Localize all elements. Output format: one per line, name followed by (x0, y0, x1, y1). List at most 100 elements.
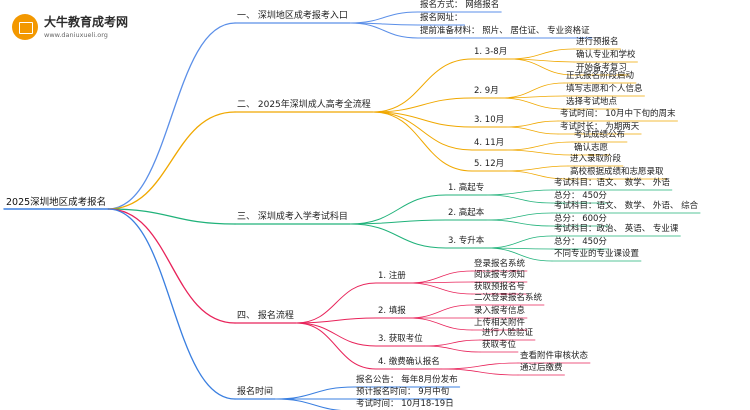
connector-curve (295, 282, 377, 324)
connector-curve (505, 141, 573, 151)
leaf-node: 提前准备材料： 照片、 居住证、 专业资格证 (420, 26, 590, 36)
connector-curve (485, 194, 553, 204)
connector-curve (485, 235, 553, 249)
connector-curve (372, 111, 473, 128)
connector-curve (407, 282, 473, 295)
leaf-node: 考试科目：政治、 英语、 专业课 (554, 224, 679, 234)
leaf-node: 获取预报名号 (474, 282, 526, 292)
connector-curve (295, 317, 377, 324)
leaf-node: 总分： 600分 (554, 214, 607, 224)
connector-curve (349, 11, 419, 24)
sub-node: 4. 缴费确认报名 (378, 357, 440, 367)
leaf-node: 正式报名阶段启动 (566, 71, 635, 81)
leaf-node: 总分： 450分 (554, 191, 607, 201)
connector-curve (107, 208, 236, 400)
sub-node: 3. 专升本 (448, 236, 485, 246)
site-logo: 大牛教育成考网 www.daniuxueli.org (8, 10, 158, 50)
leaf-node: 考试时长： 为期两天 (560, 122, 640, 132)
connector-curve (107, 208, 236, 324)
connector-curve (505, 149, 573, 156)
sub-node: 4. 11月 (474, 138, 505, 148)
connector-curve (372, 97, 473, 113)
sub-node: 2. 9月 (474, 86, 499, 96)
leaf-node: 上传相关附件 (474, 318, 526, 328)
connector-curve (424, 345, 481, 353)
connector-curve (407, 304, 473, 319)
leaf-node: 总分： 450分 (554, 237, 607, 247)
leaf-node: 录入报考信息 (474, 306, 526, 316)
leaf-node: 报名网址： (420, 13, 463, 23)
connector-curve (274, 386, 355, 400)
leaf-node: 高校根据成绩和志愿录取 (570, 167, 664, 177)
leaf-node: 确认专业和学校 (576, 50, 636, 60)
sub-node: 2. 高起本 (448, 208, 485, 218)
connector-curve (424, 339, 481, 347)
leaf-node: 通过后缴费 (520, 363, 563, 373)
logo-site-url: www.daniuxueli.org (44, 31, 108, 39)
connector-curve (372, 58, 473, 113)
leaf-node: 考试时间： 10月18-19日 (356, 399, 454, 409)
branch-registration: 四、 报名流程 (237, 311, 294, 321)
book-logo-icon (12, 14, 38, 40)
sub-node: 3. 10月 (474, 115, 505, 125)
leaf-node: 查看附件审核状态 (520, 351, 589, 361)
connector-curve (372, 111, 473, 151)
connector-curve (295, 322, 377, 370)
leaf-node: 确认志愿 (574, 143, 609, 153)
sub-node: 1. 3-8月 (474, 47, 508, 57)
sub-node: 5. 12月 (474, 159, 505, 169)
leaf-node: 登录报名系统 (474, 259, 526, 269)
branch-subjects: 三、 深圳成考入学考试科目 (237, 212, 348, 222)
leaf-node: 阅读报考须知 (474, 270, 526, 280)
logo-site-name: 大牛教育成考网 (44, 15, 129, 29)
connector-curve (372, 111, 473, 172)
leaf-node: 报名方式： 网络报名 (420, 0, 500, 10)
connector-curve (500, 95, 565, 99)
connector-curve (500, 97, 565, 110)
leaf-node: 预计报名时间： 9月中旬 (356, 387, 450, 397)
connector-curve (485, 189, 553, 196)
sub-node: 2. 填报 (378, 306, 406, 316)
branch-schedule: 报名时间 (237, 387, 274, 397)
leaf-node: 获取考位 (482, 340, 517, 350)
leaf-node: 填写志愿和个人信息 (566, 84, 643, 94)
connector-curve (505, 126, 559, 135)
connector-curve (505, 170, 569, 180)
leaf-node: 不同专业的专业课设置 (554, 249, 640, 259)
leaf-node: 考试时间： 10月中下旬的周末 (560, 109, 676, 119)
leaf-node: 二次登录报名系统 (474, 293, 543, 303)
leaf-node: 进行人脸验证 (482, 328, 534, 338)
connector-curve (485, 219, 553, 227)
connector-curve (349, 223, 447, 249)
connector-curve (349, 194, 447, 225)
leaf-node: 考试科目：语文、 数学、 外语、 综合 (554, 201, 699, 211)
connector-curve (505, 120, 559, 128)
connector-curve (407, 270, 473, 284)
leaf-node: 进入录取阶段 (570, 154, 622, 164)
connector-curve (295, 322, 377, 347)
branch-process: 二、 2025年深圳成人高考全流程 (237, 100, 371, 110)
leaf-node: 考试科目：语文、 数学、 外语 (554, 178, 670, 188)
connector-curve (441, 362, 519, 370)
connector-curve (107, 22, 236, 210)
branch-entry: 一、 深圳地区成考报考入口 (237, 11, 348, 21)
leaf-node: 报名公告： 每年8月份发布 (356, 375, 458, 385)
connector-curve (349, 219, 447, 225)
connector-curve (107, 111, 236, 210)
connector-curve (508, 58, 575, 76)
connector-curve (441, 368, 519, 376)
sub-node: 1. 高起专 (448, 183, 485, 193)
connector-curve (485, 212, 553, 221)
sub-node: 3. 获取考位 (378, 334, 423, 344)
connector-curve (508, 48, 575, 60)
connector-curve (274, 398, 342, 410)
root-topic: 2025深圳地区成考报名 (6, 197, 107, 208)
sub-node: 1. 注册 (378, 271, 406, 281)
connector-curve (505, 165, 569, 172)
leaf-node: 选择考试地点 (566, 97, 618, 107)
connector-curve (349, 22, 419, 39)
connector-curve (107, 208, 236, 225)
connector-curve (407, 317, 473, 331)
